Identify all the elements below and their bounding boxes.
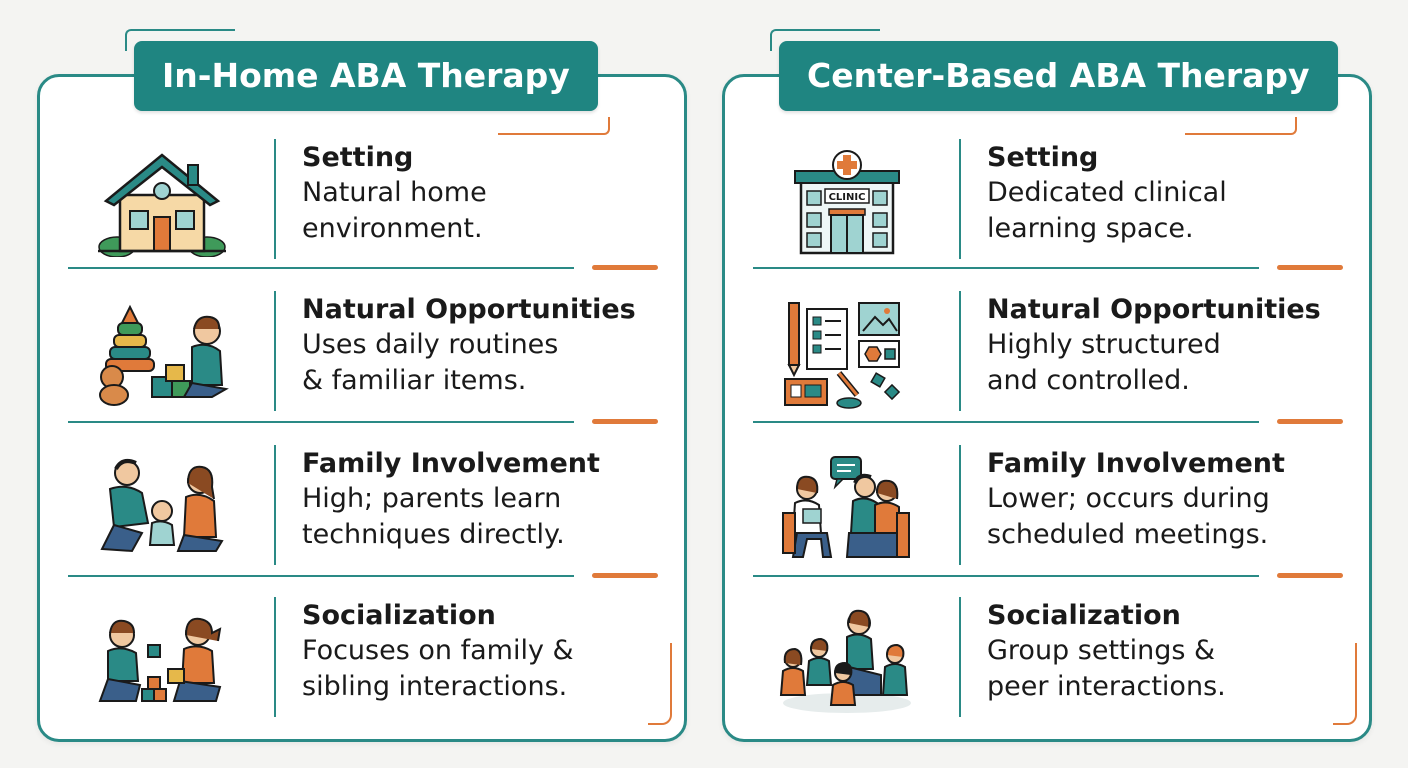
row-description: Lower; occurs during scheduled meetings. bbox=[987, 483, 1270, 550]
panel-title: In-Home ABA Therapy bbox=[134, 41, 598, 111]
vertical-divider bbox=[274, 291, 276, 411]
row-divider bbox=[753, 267, 1259, 269]
row-label: Socialization bbox=[987, 600, 1181, 631]
siblings-playing-icon bbox=[98, 617, 222, 702]
row-label: Setting bbox=[987, 142, 1099, 173]
vertical-divider bbox=[959, 291, 961, 411]
row-description: High; parents learn techniques directly. bbox=[302, 483, 565, 550]
vertical-divider bbox=[274, 139, 276, 259]
row-divider-accent bbox=[592, 265, 658, 270]
center-based-panel: Center-Based ABA Therapy CLINIC Setting … bbox=[722, 29, 1372, 742]
accent-bracket bbox=[1185, 117, 1297, 135]
row-socialization: Socialization Group settings & peer inte… bbox=[725, 587, 1369, 733]
clinic-sign-text: CLINIC bbox=[829, 192, 866, 203]
row-setting: Setting Natural home environment. bbox=[40, 129, 684, 275]
row-family-involvement: Family Involvement Lower; occurs during … bbox=[725, 435, 1369, 581]
row-description: Natural home environment. bbox=[302, 177, 487, 244]
row-setting: CLINIC Setting Dedicated clinical learni… bbox=[725, 129, 1369, 275]
row-natural-opportunities: Natural Opportunities Highly structured … bbox=[725, 281, 1369, 427]
clinic-building-icon: CLINIC bbox=[794, 150, 900, 255]
row-label: Family Involvement bbox=[987, 448, 1285, 479]
row-divider bbox=[68, 421, 574, 423]
row-divider-accent bbox=[1277, 573, 1343, 578]
vertical-divider bbox=[959, 139, 961, 259]
vertical-divider bbox=[959, 597, 961, 717]
toys-and-child-icon bbox=[99, 304, 229, 406]
row-label: Natural Opportunities bbox=[987, 294, 1321, 325]
row-divider bbox=[68, 267, 574, 269]
accent-bracket bbox=[125, 29, 235, 51]
vertical-divider bbox=[959, 445, 961, 565]
vertical-divider bbox=[274, 445, 276, 565]
panel-title: Center-Based ABA Therapy bbox=[779, 41, 1338, 111]
row-divider-accent bbox=[1277, 419, 1343, 424]
row-label: Natural Opportunities bbox=[302, 294, 636, 325]
row-description: Focuses on family & sibling interactions… bbox=[302, 635, 574, 702]
row-family-involvement: Family Involvement High; parents learn t… bbox=[40, 435, 684, 581]
row-divider-accent bbox=[592, 419, 658, 424]
row-label: Setting bbox=[302, 142, 414, 173]
row-label: Family Involvement bbox=[302, 448, 600, 479]
row-description: Group settings & peer interactions. bbox=[987, 635, 1226, 702]
row-socialization: Socialization Focuses on family & siblin… bbox=[40, 587, 684, 733]
vertical-divider bbox=[274, 597, 276, 717]
row-divider-accent bbox=[1277, 265, 1343, 270]
therapist-meeting-icon bbox=[782, 456, 910, 558]
row-description: Dedicated clinical learning space. bbox=[987, 177, 1227, 244]
house-icon bbox=[98, 153, 226, 257]
row-label: Socialization bbox=[302, 600, 496, 631]
row-description: Highly structured and controlled. bbox=[987, 329, 1221, 396]
in-home-panel: In-Home ABA Therapy Setting Natural home… bbox=[37, 29, 687, 742]
row-divider bbox=[753, 421, 1259, 423]
accent-bracket bbox=[770, 29, 880, 51]
accent-corner bbox=[1333, 643, 1357, 725]
row-description: Uses daily routines & familiar items. bbox=[302, 329, 559, 396]
learning-materials-icon bbox=[784, 302, 901, 409]
row-divider-accent bbox=[592, 573, 658, 578]
parents-with-child-icon bbox=[100, 459, 224, 553]
row-divider bbox=[68, 575, 574, 577]
accent-bracket bbox=[498, 117, 610, 135]
group-circle-icon bbox=[779, 609, 911, 713]
row-natural-opportunities: Natural Opportunities Uses daily routine… bbox=[40, 281, 684, 427]
accent-corner bbox=[648, 643, 672, 725]
row-divider bbox=[753, 575, 1259, 577]
